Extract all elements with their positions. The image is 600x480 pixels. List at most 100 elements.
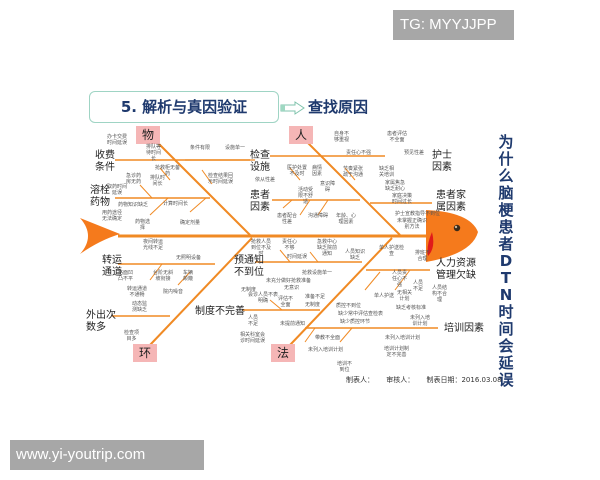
cause-label: 未列入培 训计划 [410,315,431,327]
cause-label: 单人护送检 查 [379,245,405,257]
cause-label: 无相关 计划 [397,290,413,302]
arrow-right-icon [280,101,305,115]
branch-system: 制度不完善 [195,306,245,317]
cause-label: 自身不 够重视 [334,131,350,143]
cause-label: 院内噪音 [163,289,184,295]
cause-label: 患者配合 性差 [277,213,298,225]
cause-label: 办卡交费 时间延误 [107,134,128,146]
cause-label: 转运通道 不通畅 [127,286,148,298]
cause-label: 无意识 [284,285,300,291]
branch-hr: 人力资源 管理欠缺 [436,258,476,281]
cause-label: 确定剂量 [180,220,201,226]
cause-label: 药物知识缺乏 [118,202,149,208]
cause-label: 意识障 碍 [320,181,336,193]
cause-label: 药物选 择 [135,219,151,231]
cause-label: 病情 因素 [312,165,323,177]
category-people: 人 [289,126,313,144]
maker-label: 制表人： [346,376,374,384]
reviewer-label: 审核人： [386,376,415,384]
cause-label: 动态监 测缺乏 [132,301,148,313]
cause-label: 家庭决策 时间过长 [392,193,413,205]
cause-label: 用药途径 无法确定 [102,210,123,222]
cause-label: 排班不 合理 [415,250,431,262]
branch-family: 患者家 属因素 [436,190,466,213]
cause-label: 设施单一 [225,145,246,151]
footer: 制表人： 审核人： 制表日期：2016.03.08 [346,375,512,385]
cause-label: 未列入培训计划 [308,347,344,353]
cause-label: 预见性差 [404,150,425,156]
cause-label: 活动受 限不舒 适 [298,187,314,205]
cause-label: 医护处置 不及时 [287,165,308,177]
cause-label: 人员 不足 [248,315,259,327]
category-method: 法 [271,344,295,362]
branch-outing: 外出次 数多 [86,310,116,333]
cause-label: 家属焦急 缺乏耐心 [385,180,406,192]
cause-label: 沟通障碍 [308,213,329,219]
cause-label: 排队时 间长 [150,175,166,187]
cause-label: 条件有限 [190,145,211,151]
cause-label: 带教不全面 [315,335,341,341]
cause-label: 检查项 目多 [124,330,140,342]
watermark-top: TG: MYYJJPP [393,10,514,40]
cause-label: 抢救设施单一 [302,270,333,276]
cause-label: 缺乏考核标准 [396,305,427,311]
cause-label: 缺乏相 关培训 [379,166,395,178]
cause-label: 依从性差 [255,177,276,183]
cause-label: 无制度 [241,287,257,293]
cause-label: 计算时间长 [163,201,189,207]
cause-label: 责任心不强 [346,150,372,156]
cause-label: 车辆 颠簸 [183,270,194,282]
branch-fee: 收费 条件 [95,150,115,173]
branch-prenotice: 预通知 不到位 [234,255,264,278]
cause-label: 夜间转运 光线不足 [143,239,164,251]
cause-label: 人员责 任心不 强 [392,270,408,288]
cause-label: 会诊人员不表 明确 [248,292,279,304]
branch-thrombolytic: 溶栓 药物 [90,185,110,208]
cause-label: 准备不足 [305,294,326,300]
cause-label: 人员结 构不合 理 [432,285,448,303]
cause-label: 检查结果回 示时间延误 [208,173,234,185]
cause-label: 培训不 到位 [337,361,353,373]
cause-label: 相关科室会 诊时间延误 [240,332,266,344]
cause-label: 评估不 全面 [278,296,294,308]
cause-label: 护士宣教指导不到位 [395,211,441,217]
watermark-bottom: www.yi-youtrip.com [10,440,204,470]
cause-label: 质控不到位 [336,303,362,309]
cause-label: 患者评估 不全面 [387,131,408,143]
section-subtitle: 查找原因 [308,98,369,116]
cause-label: 未提前通知 [280,321,306,327]
cause-label: 人员知识 缺乏 [345,249,366,261]
date-label: 制表日期：2016.03.08 [426,376,502,384]
category-environment: 环 [133,344,157,362]
branch-patient: 患者 因素 [250,190,270,213]
cause-label: 未列入培训计划 [385,335,421,341]
cause-label: 急救中心 缺乏院前 通知 [317,239,338,257]
fish-head [426,210,478,262]
cause-label: 无制度 [305,302,321,308]
branch-inspection: 检查 设施 [250,150,270,173]
problem-statement: 为什么脑梗患者DTN时间会延误 [498,133,514,389]
cause-label: 路面凹 凸不平 [118,270,134,282]
fish-tail [80,218,120,254]
cause-label: 抢救柜无备 药 [155,165,181,177]
cause-label: 未充分做好抢救准备 [266,278,312,284]
section-title: 5. 解析与真因验证 [89,91,279,123]
cause-label: 抢救人员 到位不及 时 [251,239,272,257]
cause-label: 急诊药 房无药 [126,173,142,185]
cause-label: 未掌握正确识 别方法 [397,218,428,230]
cause-label: 台阶无斜 坡衔接 [153,270,174,282]
cause-label: 年龄、心 理因素 [336,213,357,225]
category-material: 物 [136,126,160,144]
cause-label: 时间延误 [287,254,308,260]
branch-training: 培训因素 [444,323,484,334]
cause-label: 责任心 不够 [282,239,298,251]
cause-label: 人员 不足 [413,280,424,292]
branch-nurse: 护士 因素 [432,150,452,173]
cause-label: 节奏紧张 疏于沟通 [343,166,364,178]
cause-label: 培训计划制 定不完善 [384,346,410,358]
cause-label: 取药时间 延误 [107,184,128,196]
cause-label: 排队等 待时间 长 [146,144,162,162]
cause-label: 无照明设备 [176,255,202,261]
cause-label: 缺少常中评估查检表 [338,311,384,317]
